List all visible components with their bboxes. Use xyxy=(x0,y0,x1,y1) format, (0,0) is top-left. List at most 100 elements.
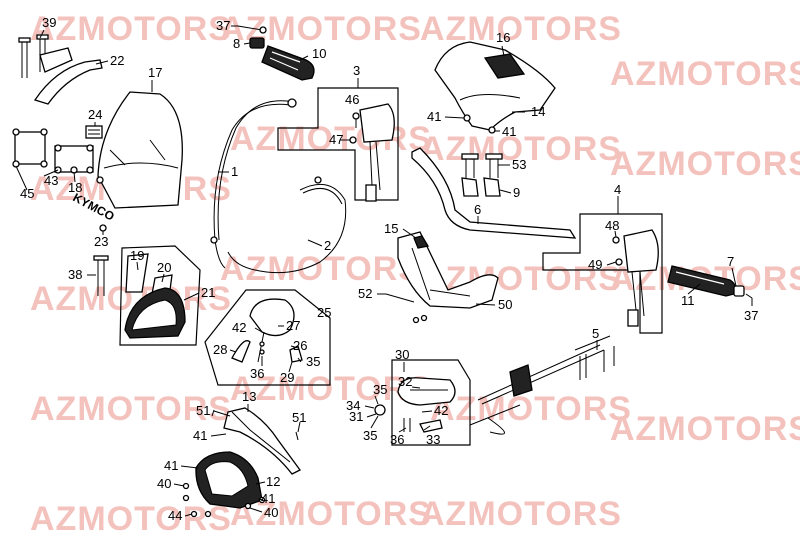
label-40: 40 xyxy=(157,476,171,491)
label-5: 5 xyxy=(592,326,599,341)
label-18: 18 xyxy=(68,180,82,195)
label-51: 51 xyxy=(196,403,210,418)
left-switch-group xyxy=(277,87,399,202)
label-49: 49 xyxy=(588,257,602,272)
cable-5 xyxy=(477,344,601,401)
inner-panel-group xyxy=(93,245,201,346)
label-41: 41 xyxy=(193,428,207,443)
logo-screw-23 xyxy=(99,224,107,232)
label-25: 25 xyxy=(317,305,331,320)
watermark: AZMOTORS xyxy=(420,495,622,533)
bracket-22 xyxy=(33,59,103,105)
label-12: 12 xyxy=(266,474,280,489)
label-42: 42 xyxy=(232,320,246,335)
label-4: 4 xyxy=(614,182,621,197)
label-47: 47 xyxy=(329,132,343,147)
label-15: 15 xyxy=(384,221,398,236)
throttle-cable-1 xyxy=(213,103,291,269)
lower-fairing-group xyxy=(182,407,301,518)
label-31: 31 xyxy=(349,409,363,424)
label-6: 6 xyxy=(474,202,481,217)
mirror-30-frame xyxy=(391,359,471,446)
cover-panel-16 xyxy=(483,53,526,79)
label-42: 42 xyxy=(434,403,448,418)
label-11: 11 xyxy=(681,293,695,308)
watermark: AZMOTORS xyxy=(610,55,800,93)
label-27: 27 xyxy=(286,318,300,333)
label-37: 37 xyxy=(744,308,758,323)
label-35: 35 xyxy=(363,428,377,443)
label-7: 7 xyxy=(727,254,734,269)
watermark: AZMOTORS xyxy=(30,390,232,428)
label-41: 41 xyxy=(164,458,178,473)
label-36: 36 xyxy=(250,366,264,381)
label-28: 28 xyxy=(213,342,227,357)
fairing-bracket-13 xyxy=(223,407,301,475)
label-50: 50 xyxy=(498,297,512,312)
label-38: 38 xyxy=(68,267,82,282)
right-mirror-group xyxy=(374,359,471,446)
leader-lines xyxy=(15,25,753,517)
label-40: 40 xyxy=(264,505,278,520)
throttle-cable-group xyxy=(210,25,347,274)
clamp-9 xyxy=(461,177,479,197)
collar-8 xyxy=(249,37,265,49)
panel-19 xyxy=(125,253,149,293)
label-37: 37 xyxy=(216,18,230,33)
throttle-grip-10 xyxy=(261,45,315,81)
label-29: 29 xyxy=(280,370,294,385)
label-21: 21 xyxy=(201,285,215,300)
label-17: 17 xyxy=(148,65,162,80)
watermark: AZMOTORS xyxy=(30,500,232,538)
mirror-bracket-28 xyxy=(231,340,251,363)
label-41: 41 xyxy=(427,109,441,124)
label-3: 3 xyxy=(353,63,360,78)
label-16: 16 xyxy=(496,30,510,45)
mirror-base-31 xyxy=(374,404,386,416)
label-41: 41 xyxy=(261,491,275,506)
label-2: 2 xyxy=(324,238,331,253)
center-cover-group xyxy=(385,231,499,324)
cable-guide-5 xyxy=(509,364,533,397)
label-19: 19 xyxy=(130,248,144,263)
label-10: 10 xyxy=(312,46,326,61)
watermark: AZMOTORS xyxy=(420,10,622,48)
screw-37 xyxy=(237,25,263,31)
center-cover-50 xyxy=(397,231,499,309)
switch-housing-4 xyxy=(623,229,659,273)
label-9: 9 xyxy=(513,185,520,200)
handlebar-6 xyxy=(411,147,577,239)
screw-52 xyxy=(385,293,415,303)
right-switch-group xyxy=(542,213,753,334)
label-45: 45 xyxy=(20,186,34,201)
label-32: 32 xyxy=(398,374,412,389)
panel-21-frame xyxy=(119,245,201,346)
label-22: 22 xyxy=(110,53,124,68)
label-26: 26 xyxy=(293,338,307,353)
label-51: 51 xyxy=(292,410,306,425)
label-44: 44 xyxy=(168,508,182,523)
label-plate-24 xyxy=(85,125,103,139)
cable-5-group xyxy=(469,335,615,435)
label-1: 1 xyxy=(231,164,238,179)
label-35: 35 xyxy=(306,354,320,369)
label-24: 24 xyxy=(88,107,102,122)
part-number-labels: 39 22 17 24 43 45 18 23 37 8 10 3 46 47 … xyxy=(20,15,758,523)
label-33: 33 xyxy=(426,432,440,447)
label-34: 34 xyxy=(346,398,360,413)
label-14: 14 xyxy=(531,104,545,119)
label-46: 46 xyxy=(345,92,359,107)
label-41: 41 xyxy=(502,124,516,139)
mirror-32 xyxy=(397,377,456,406)
label-8: 8 xyxy=(233,36,240,51)
watermark: AZMOTORS xyxy=(30,10,232,48)
grip-end-7 xyxy=(733,285,745,297)
watermark: AZMOTORS xyxy=(420,130,622,168)
label-43: 43 xyxy=(44,173,58,188)
label-30: 30 xyxy=(395,347,409,362)
label-35: 35 xyxy=(373,382,387,397)
label-13: 13 xyxy=(242,389,256,404)
label-52: 52 xyxy=(358,286,372,301)
